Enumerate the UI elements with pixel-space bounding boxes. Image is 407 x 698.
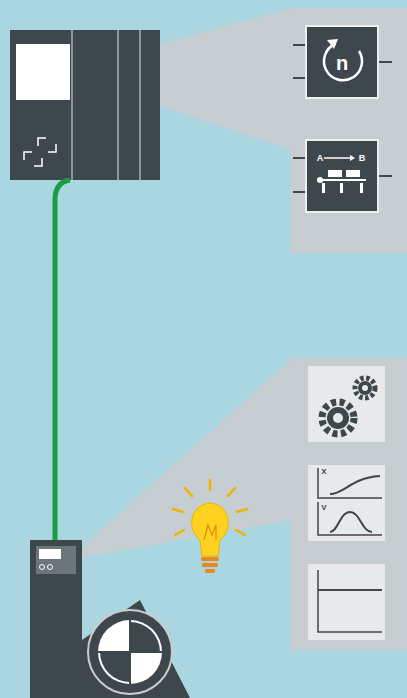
- axis: [318, 468, 382, 498]
- callout-panel: [290, 358, 407, 650]
- positioning-block-part: [293, 157, 306, 159]
- callout-panel: [290, 8, 407, 253]
- drive-panel: [36, 546, 76, 574]
- callout-pointer: [68, 358, 292, 560]
- drive-button: [48, 565, 53, 570]
- bulb-rays-part: [236, 530, 245, 535]
- position-curve: [330, 476, 380, 494]
- drive: [30, 540, 82, 698]
- axis-label: V: [321, 504, 326, 512]
- gear-icon: [308, 366, 385, 442]
- plc-body: [10, 30, 160, 180]
- function-block: [306, 140, 378, 212]
- velocity-curve: [330, 512, 372, 532]
- conveyor: [318, 179, 366, 181]
- lightbulb: [173, 480, 247, 573]
- bulb-rays-part: [175, 530, 184, 535]
- position-start: A: [317, 154, 324, 163]
- axis: [318, 502, 382, 535]
- function-block: [306, 26, 378, 98]
- fan-axis: [129, 620, 131, 684]
- bulb-filament: [204, 525, 216, 540]
- gear-teeth: [355, 378, 375, 398]
- positioning-block-part: [317, 177, 323, 183]
- callout-bottom: [68, 358, 407, 650]
- speed-block-part: [378, 61, 392, 63]
- position-end: B: [359, 154, 366, 163]
- load: [328, 170, 342, 177]
- icon-tile: [308, 564, 385, 640]
- rotation-arrowhead: [327, 39, 338, 49]
- bulb-rays-part: [228, 488, 235, 496]
- motor-body: [82, 600, 190, 698]
- bulb-base: [202, 563, 218, 567]
- drive-display: [39, 549, 61, 559]
- bulb-rays: [173, 480, 247, 535]
- speed-symbol: n: [336, 53, 348, 73]
- gear-icon-part: [327, 407, 349, 429]
- speed-block-part: [293, 44, 306, 46]
- load: [346, 170, 360, 177]
- bulb-rays-part: [173, 509, 183, 512]
- gear-icon-part: [362, 385, 368, 391]
- module-separator: [117, 30, 119, 180]
- bulb-base: [205, 569, 215, 573]
- constant-line: [318, 589, 382, 591]
- positioning-block-part: [350, 155, 355, 161]
- speed-block: [293, 26, 392, 98]
- icon-tile: [308, 366, 385, 442]
- gear-icon-part: [358, 381, 372, 395]
- drive-button: [40, 565, 45, 570]
- gear-teeth: [322, 402, 354, 434]
- travel-arrow: [324, 157, 350, 159]
- module-separator: [71, 30, 73, 180]
- constant-profile-icon: [308, 564, 385, 640]
- positioning-block-part: [378, 175, 392, 177]
- gear-icon-part: [333, 413, 343, 423]
- plc-display: [16, 44, 70, 100]
- bulb-glass: [192, 503, 229, 556]
- motor-face: [88, 610, 172, 694]
- fan-symbol: [98, 620, 162, 684]
- drive-body: [30, 540, 82, 698]
- positioning-block-part: [293, 191, 306, 193]
- axis-label: X: [321, 468, 326, 476]
- motor: [82, 600, 190, 698]
- speed-block-part: [293, 77, 306, 79]
- plc: [10, 30, 160, 180]
- positioning-block: [293, 140, 392, 212]
- bulb-base: [201, 557, 219, 561]
- motion-profile-icon: [308, 465, 385, 541]
- network-cable: [55, 180, 70, 545]
- positioning-block-part: [340, 183, 343, 193]
- positioning-block-part: [322, 183, 325, 193]
- rotation-arrow: [324, 44, 362, 80]
- icon-tile: [308, 465, 385, 541]
- module-separator: [139, 30, 141, 180]
- axis: [318, 570, 382, 632]
- plc-logo: [24, 138, 56, 166]
- bulb-rays-part: [185, 488, 192, 496]
- positioning-block-part: [360, 183, 363, 193]
- bulb-rays-part: [237, 509, 247, 512]
- bulb-rays-part: [209, 480, 212, 490]
